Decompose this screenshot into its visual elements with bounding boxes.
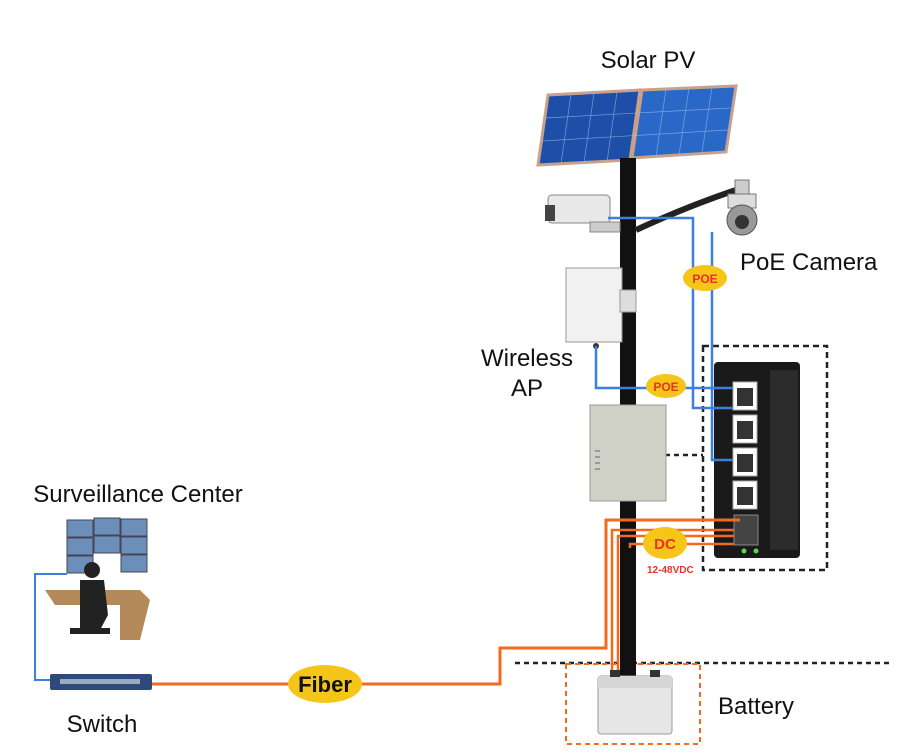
wireless-ap-icon xyxy=(565,267,637,349)
surveillance-center-label: Surveillance Center xyxy=(33,481,242,508)
solar-pv-label: Solar PV xyxy=(601,47,696,74)
poe-camera-badge: POE xyxy=(683,265,727,291)
switch-label: Switch xyxy=(67,711,138,738)
wireless-ap-label-line2: AP xyxy=(511,375,543,402)
fiber-label: Fiber xyxy=(298,672,352,697)
poe-camera-badge-text: POE xyxy=(692,272,717,286)
poe-ap-badge-text: POE xyxy=(653,380,678,394)
solar-panel-icon xyxy=(536,84,738,167)
wireless-ap-label-line1: Wireless xyxy=(481,345,573,372)
network-switch-icon xyxy=(50,674,152,690)
poe-camera-label: PoE Camera xyxy=(740,249,878,276)
battery-icon xyxy=(597,670,673,735)
ptz-dome-camera-icon xyxy=(726,179,758,236)
bullet-camera-icon xyxy=(545,194,621,233)
poe-cables xyxy=(594,216,733,462)
power-cabinet-icon xyxy=(589,404,667,502)
dc-voltage-label: 12-48VDC xyxy=(647,565,694,576)
poe-switch-dashed-box xyxy=(701,344,829,572)
camera-arm xyxy=(634,185,743,233)
fiber-cable xyxy=(152,518,740,686)
surveillance-center-icon xyxy=(45,517,150,640)
industrial-poe-switch-icon xyxy=(714,362,800,558)
dc-badge: DC xyxy=(643,527,687,559)
dc-badge-text: DC xyxy=(654,536,676,553)
center-lan-cable xyxy=(34,573,67,681)
poe-ap-badge: POE xyxy=(646,374,686,398)
battery-label: Battery xyxy=(718,693,794,720)
fiber-badge: Fiber xyxy=(288,665,362,703)
